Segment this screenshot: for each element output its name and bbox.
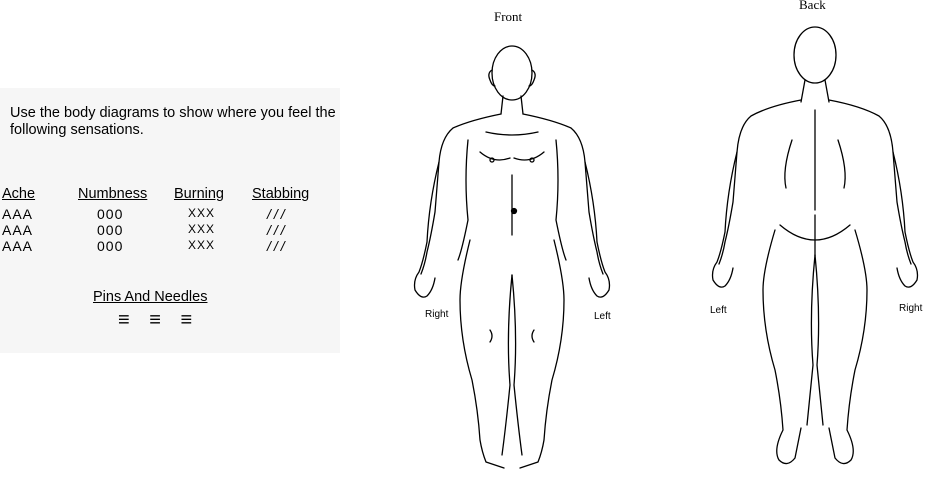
back-right-side-label: Right xyxy=(899,303,922,314)
back-left-side-label: Left xyxy=(710,305,727,316)
